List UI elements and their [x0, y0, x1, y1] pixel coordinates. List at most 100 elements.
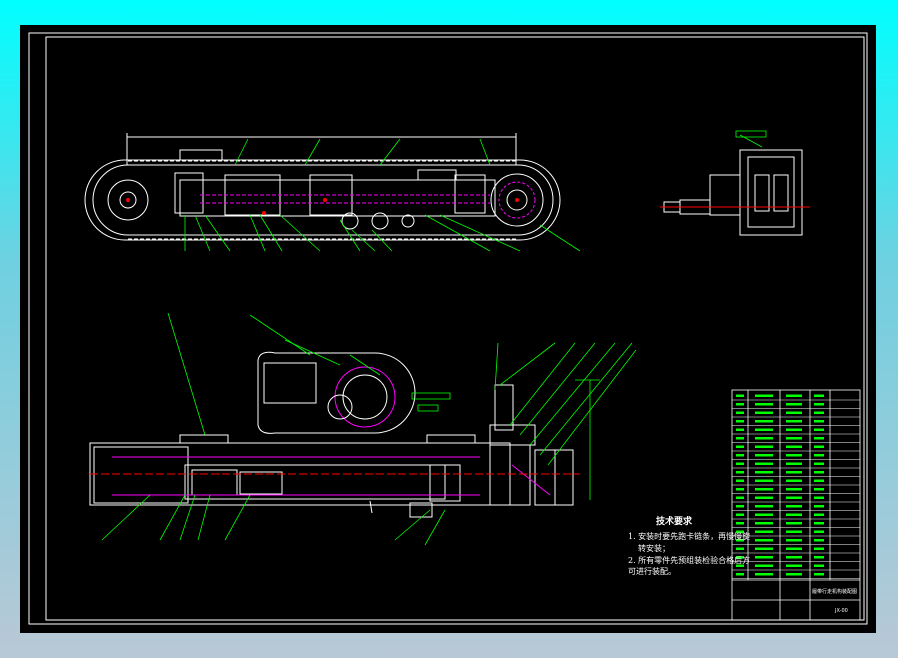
parts-list-cell-mark: [755, 437, 773, 440]
technical-requirements-line2: 2. 所有零件先预组装检验合格后方: [628, 556, 751, 565]
parts-list-cell-mark: [755, 411, 773, 414]
parts-list-cell-mark: [786, 403, 802, 406]
parts-list-cell-mark: [786, 488, 802, 491]
parts-list-cell-mark: [755, 462, 773, 465]
parts-list-cell-mark: [814, 445, 824, 448]
parts-list-cell-mark: [755, 573, 773, 576]
parts-list-cell-mark: [786, 437, 802, 440]
parts-list-cell-mark: [786, 513, 802, 516]
parts-list-cell-mark: [736, 539, 744, 542]
parts-list-cell-mark: [736, 437, 744, 440]
parts-list-cell-mark: [755, 445, 773, 448]
track-hidden-lines: [200, 194, 490, 204]
parts-list-cell-mark: [786, 564, 802, 567]
parts-list-cell-mark: [786, 556, 802, 559]
cad-drawing: [28, 32, 868, 625]
parts-list-cell-mark: [755, 488, 773, 491]
parts-list-cell-mark: [736, 513, 744, 516]
parts-list-cell-mark: [814, 462, 824, 465]
parts-list-cell-mark: [814, 513, 824, 516]
parts-list-cell-mark: [736, 403, 744, 406]
parts-list-cell-mark: [736, 411, 744, 414]
parts-list-cell-mark: [814, 556, 824, 559]
parts-list-cell-mark: [755, 403, 773, 406]
drawing-number: JX-00: [835, 608, 848, 614]
track-leader-lines: [184, 138, 581, 252]
parts-list-cell-mark: [755, 547, 773, 550]
parts-list-cell-mark: [755, 471, 773, 474]
parts-list-cell-mark: [814, 488, 824, 491]
parts-list-cell-mark: [755, 496, 773, 499]
parts-list-cell-mark: [814, 539, 824, 542]
parts-list-cell-mark: [755, 428, 773, 431]
parts-list-cell-mark: [786, 505, 802, 508]
parts-list-cell-mark: [786, 428, 802, 431]
technical-requirements-title: 技术要求: [656, 517, 693, 527]
parts-list-cell-mark: [736, 488, 744, 491]
section-leader-lines: [101, 342, 637, 546]
parts-list-cell-mark: [814, 454, 824, 457]
parts-list-cell-mark: [736, 445, 744, 448]
parts-list-cell-mark: [736, 471, 744, 474]
parts-list-cell-mark: [814, 496, 824, 499]
parts-list-cell-mark: [755, 539, 773, 542]
parts-list-cell-mark: [736, 479, 744, 482]
parts-list-cell-mark: [786, 420, 802, 423]
parts-list-cell-mark: [736, 564, 744, 567]
parts-list-cell-mark: [786, 530, 802, 533]
parts-list-cell-mark: [786, 522, 802, 525]
parts-list-cell-mark: [736, 573, 744, 576]
parts-list-cell-mark: [736, 547, 744, 550]
parts-list-cell-mark: [786, 394, 802, 397]
parts-list-cell-mark: [786, 539, 802, 542]
parts-list-cell-mark: [814, 547, 824, 550]
track-assembly-view: [84, 133, 561, 241]
technical-requirements-line2b: 可进行装配。: [628, 567, 676, 576]
frame-section-view: [89, 384, 574, 518]
technical-requirements-line1b: 转安装；: [638, 544, 670, 553]
parts-list-cell-mark: [755, 556, 773, 559]
parts-list-cell-mark: [755, 479, 773, 482]
parts-list-cell-mark: [736, 428, 744, 431]
parts-list-cell-mark: [755, 522, 773, 525]
drive-end-view: [660, 149, 810, 236]
parts-list-cell-mark: [814, 479, 824, 482]
parts-list-cell-mark: [755, 530, 773, 533]
parts-list-cell-mark: [786, 471, 802, 474]
parts-list-cell-mark: [755, 394, 773, 397]
parts-list-cell-mark: [786, 573, 802, 576]
parts-list-cell-mark: [786, 454, 802, 457]
parts-list-cell-mark: [814, 394, 824, 397]
parts-list-cell-mark: [814, 420, 824, 423]
parts-list-cell-mark: [755, 420, 773, 423]
parts-list-cell-mark: [736, 394, 744, 397]
parts-list-cell-mark: [814, 530, 824, 533]
parts-list-cell-mark: [814, 573, 824, 576]
parts-list-cell-mark: [786, 462, 802, 465]
parts-list-cell-mark: [814, 437, 824, 440]
parts-list-cell-mark: [814, 428, 824, 431]
drawing-title: 履带行走机构装配图: [812, 589, 858, 595]
parts-list-cell-mark: [755, 454, 773, 457]
parts-list-cell-mark: [786, 411, 802, 414]
parts-list-cell-mark: [736, 530, 744, 533]
parts-list-cell-mark: [786, 479, 802, 482]
parts-list-cell-mark: [736, 556, 744, 559]
parts-list-cell-mark: [814, 505, 824, 508]
parts-list-cell-mark: [736, 462, 744, 465]
technical-requirements-line1: 1. 安装时要先跑卡链条，再慢慢旋: [628, 532, 751, 541]
parts-list-cell-mark: [786, 496, 802, 499]
sprocket-detail-view: [257, 351, 416, 434]
parts-list-cell-mark: [755, 505, 773, 508]
parts-list-cell-mark: [814, 403, 824, 406]
parts-list-cell-mark: [755, 513, 773, 516]
parts-list-cell-mark: [814, 411, 824, 414]
section-hidden-lines: [112, 456, 551, 496]
parts-list-cell-mark: [736, 454, 744, 457]
parts-list-cell-mark: [736, 505, 744, 508]
parts-list-cell-mark: [814, 564, 824, 567]
parts-list-cell-mark: [814, 471, 824, 474]
parts-list-cell-mark: [814, 522, 824, 525]
cad-viewport[interactable]: 技术要求 1. 安装时要先跑卡链条，再慢慢旋 转安装； 2. 所有零件先预组装检…: [20, 25, 876, 633]
parts-list-text-marks: [736, 394, 824, 576]
